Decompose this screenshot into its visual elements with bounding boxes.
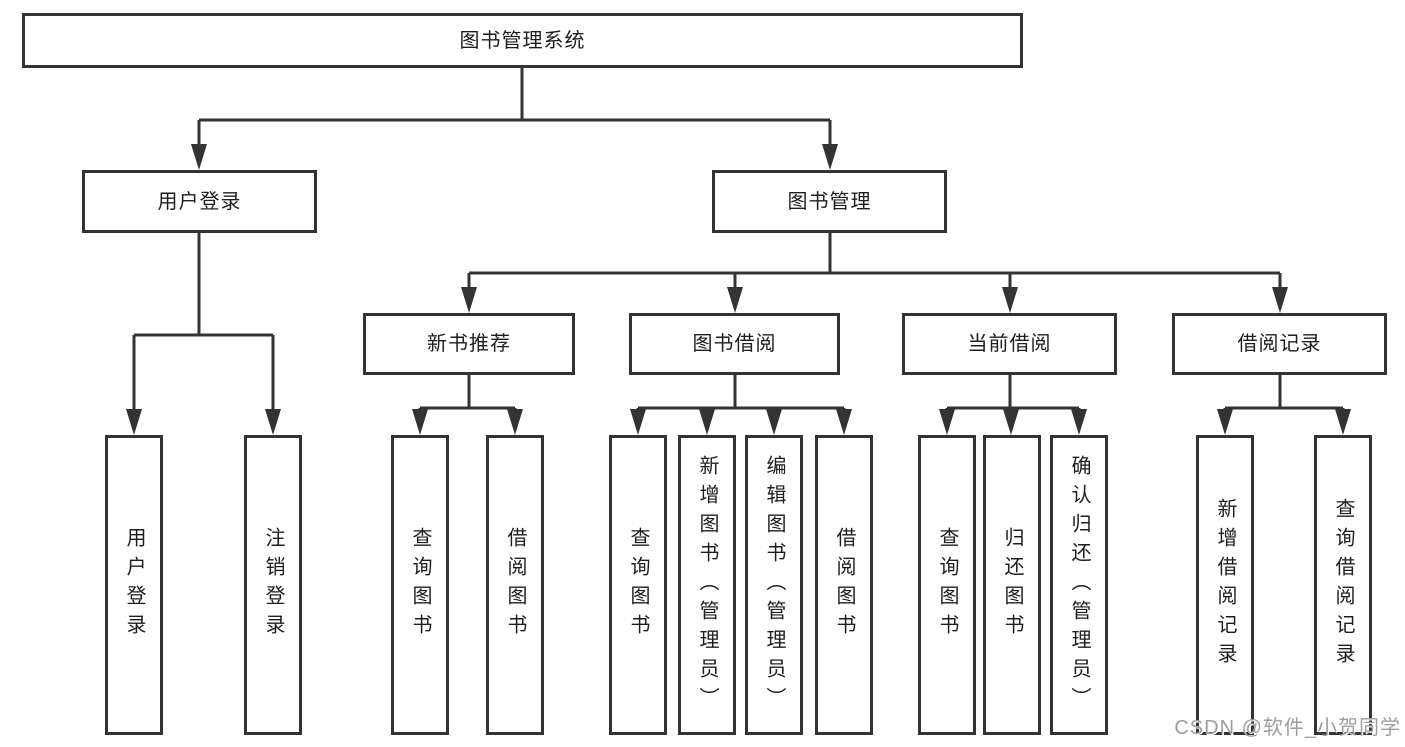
- arrow-head: [412, 409, 428, 435]
- node-label: 查询图书: [627, 527, 649, 643]
- arrow-head: [822, 144, 838, 170]
- node-label: 图书借阅: [692, 333, 777, 355]
- arrow-head: [836, 409, 852, 435]
- arrow-head: [1003, 409, 1019, 435]
- leaf-borrow-books: 借阅图书: [815, 435, 873, 735]
- arrow-head: [1335, 409, 1351, 435]
- node-user-login: 用户登录: [82, 170, 317, 233]
- arrow-head: [265, 409, 281, 435]
- leaf-return-book: 归还图书: [983, 435, 1041, 735]
- arrow-head: [766, 409, 782, 435]
- leaf-query-books-current: 查询图书: [918, 435, 976, 735]
- leaf-logout: 注销登录: [244, 435, 302, 735]
- node-label: 归还图书: [1001, 527, 1023, 643]
- node-label: 新增借阅记录: [1214, 498, 1236, 672]
- node-label: 查询图书: [409, 527, 431, 643]
- node-new-book-recommendation: 新书推荐: [363, 313, 575, 375]
- node-current-borrowing: 当前借阅: [902, 313, 1117, 375]
- leaf-add-book-admin: 新增图书（管理员）: [678, 435, 736, 735]
- leaf-query-borrow-record: 查询借阅记录: [1314, 435, 1372, 735]
- leaf-confirm-return-admin: 确认归还（管理员）: [1050, 435, 1108, 735]
- node-library-management-system: 图书管理系统: [22, 13, 1023, 68]
- leaf-user-login: 用户登录: [105, 435, 163, 735]
- node-label: 查询图书: [936, 527, 958, 643]
- node-label: 新书推荐: [427, 333, 511, 355]
- node-label: 图书管理系统: [459, 29, 586, 52]
- leaf-query-books-recommend: 查询图书: [391, 435, 449, 735]
- leaf-edit-book-admin: 编辑图书（管理员）: [745, 435, 803, 735]
- node-label: 借阅图书: [504, 527, 526, 643]
- node-label: 查询借阅记录: [1332, 498, 1354, 672]
- node-label: 借阅图书: [833, 527, 855, 643]
- node-label: 新增图书（管理员）: [696, 454, 718, 716]
- node-book-management: 图书管理: [712, 170, 947, 233]
- node-book-borrowing: 图书借阅: [629, 313, 840, 375]
- arrow-head: [126, 409, 142, 435]
- node-label: 当前借阅: [967, 333, 1052, 355]
- leaf-borrow-books-recommend: 借阅图书: [486, 435, 544, 735]
- node-label: 注销登录: [262, 527, 284, 643]
- arrow-head: [1272, 287, 1288, 313]
- node-label: 图书管理: [787, 190, 872, 213]
- arrow-head: [727, 287, 743, 313]
- leaf-query-books-borrow: 查询图书: [609, 435, 667, 735]
- arrow-head: [461, 287, 477, 313]
- node-label: 用户登录: [157, 190, 242, 213]
- arrow-head: [507, 409, 523, 435]
- arrow-head: [939, 409, 955, 435]
- node-label: 编辑图书（管理员）: [763, 454, 785, 716]
- arrow-head: [1002, 287, 1018, 313]
- node-borrowing-records: 借阅记录: [1172, 313, 1387, 375]
- arrow-head: [1071, 409, 1087, 435]
- arrow-head: [1217, 409, 1233, 435]
- arrow-head: [630, 409, 646, 435]
- csdn-watermark: CSDN @软件_小贺同学: [1174, 717, 1401, 739]
- node-label: 用户登录: [123, 527, 145, 643]
- arrow-head: [699, 409, 715, 435]
- arrow-head: [191, 144, 207, 170]
- node-label: 确认归还（管理员）: [1068, 454, 1090, 716]
- node-label: 借阅记录: [1237, 333, 1322, 355]
- leaf-add-borrow-record: 新增借阅记录: [1196, 435, 1254, 735]
